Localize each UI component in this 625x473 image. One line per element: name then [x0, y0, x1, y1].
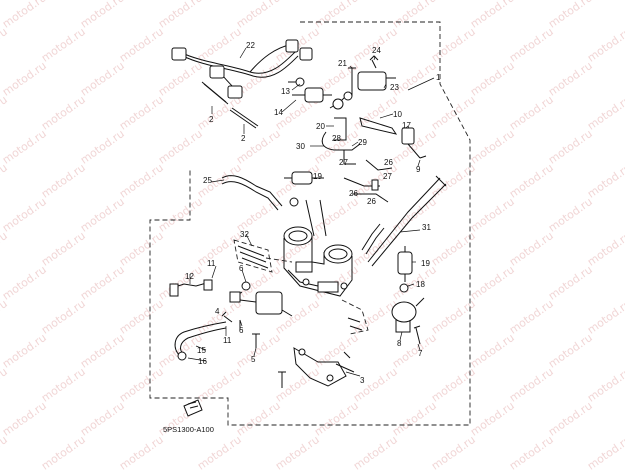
- sensor-icon: [391, 297, 425, 333]
- clamp-icon: [177, 351, 187, 361]
- hose-icon: [365, 159, 393, 171]
- callout-29: 29: [358, 138, 367, 147]
- callout-8: 8: [397, 339, 402, 348]
- callout-11: 11: [207, 259, 216, 268]
- callout-32: 32: [240, 230, 249, 239]
- hose-icon: [221, 181, 279, 211]
- dash-leader: [265, 257, 293, 263]
- bolt-icon: [278, 371, 286, 388]
- screw-icon: [369, 55, 379, 69]
- callout-24: 24: [372, 46, 381, 55]
- callout-1: 1: [436, 73, 441, 82]
- callout-19: 19: [421, 259, 430, 268]
- o-ring: [399, 283, 409, 293]
- assembly-boundary: [149, 21, 471, 426]
- hose-icon: [334, 117, 347, 141]
- cable-tie: [229, 109, 257, 129]
- direction-icon: [183, 399, 203, 417]
- diagram-code: 5PS1300-A100: [163, 425, 214, 434]
- callout-5: 5: [251, 355, 256, 364]
- clamp-icon: [169, 279, 213, 297]
- callout-6: 6: [239, 326, 244, 335]
- callout-11: 11: [223, 336, 232, 345]
- callout-7: 7: [418, 349, 423, 358]
- wire-harness-icon: [171, 39, 313, 99]
- leader-lines: [187, 47, 435, 377]
- callout-27: 27: [383, 172, 392, 181]
- callout-16: 16: [198, 357, 207, 366]
- sensor-icon: [401, 127, 427, 159]
- callout-26: 26: [384, 158, 393, 167]
- screw-icon: [347, 317, 363, 331]
- bracket: [359, 117, 398, 135]
- injector-icon: [284, 171, 324, 207]
- hose-icon: [321, 131, 361, 151]
- callout-2: 2: [209, 115, 214, 124]
- callout-28: 28: [332, 134, 341, 143]
- hose-icon: [221, 175, 283, 207]
- cable-tie: [203, 83, 229, 105]
- callout-3: 3: [360, 376, 365, 385]
- linkage-rod: [305, 199, 327, 237]
- callout-26: 26: [349, 189, 358, 198]
- cable-tie: [231, 107, 259, 127]
- hose-icon: [343, 150, 356, 165]
- callout-12: 12: [185, 272, 194, 281]
- callout-21: 21: [338, 59, 347, 68]
- callout-18: 18: [416, 280, 425, 289]
- callout-22: 22: [246, 41, 255, 50]
- clamp-icon: [371, 179, 379, 191]
- screw-icon: [413, 325, 421, 345]
- callout-14: 14: [274, 108, 283, 117]
- callout-4: 4: [215, 307, 220, 316]
- callout-30: 30: [296, 142, 305, 151]
- callout-10: 10: [393, 110, 402, 119]
- fuel-rail: [361, 175, 447, 267]
- callout-26: 26: [367, 197, 376, 206]
- callout-23: 23: [390, 83, 399, 92]
- callout-2: 2: [241, 134, 246, 143]
- throttle-body-icon: [283, 226, 353, 297]
- injector-icon: [288, 77, 332, 103]
- hose-icon: [174, 321, 227, 357]
- screw-icon: [252, 333, 260, 348]
- callout-27: 27: [339, 158, 348, 167]
- sensor-icon: [329, 71, 396, 110]
- callout-19: 19: [313, 172, 322, 181]
- screw-icon: [233, 239, 273, 273]
- callout-31: 31: [422, 223, 431, 232]
- dash-leader: [341, 299, 369, 335]
- callout-15: 15: [197, 346, 206, 355]
- callout-13: 13: [281, 87, 290, 96]
- linkage-bracket: [293, 347, 355, 387]
- sensor-icon: [229, 281, 293, 317]
- callout-labels: 1 2 2 3 4 5 6 6 7 8 9 10 11 11 12 13 14 …: [185, 41, 441, 385]
- callout-6: 6: [239, 264, 244, 273]
- callout-20: 20: [316, 122, 325, 131]
- screw-icon: [221, 311, 233, 323]
- callout-25: 25: [203, 176, 212, 185]
- callout-17: 17: [402, 121, 411, 130]
- hose-icon: [180, 327, 227, 355]
- callout-9: 9: [416, 165, 421, 174]
- injector-icon: [397, 246, 413, 282]
